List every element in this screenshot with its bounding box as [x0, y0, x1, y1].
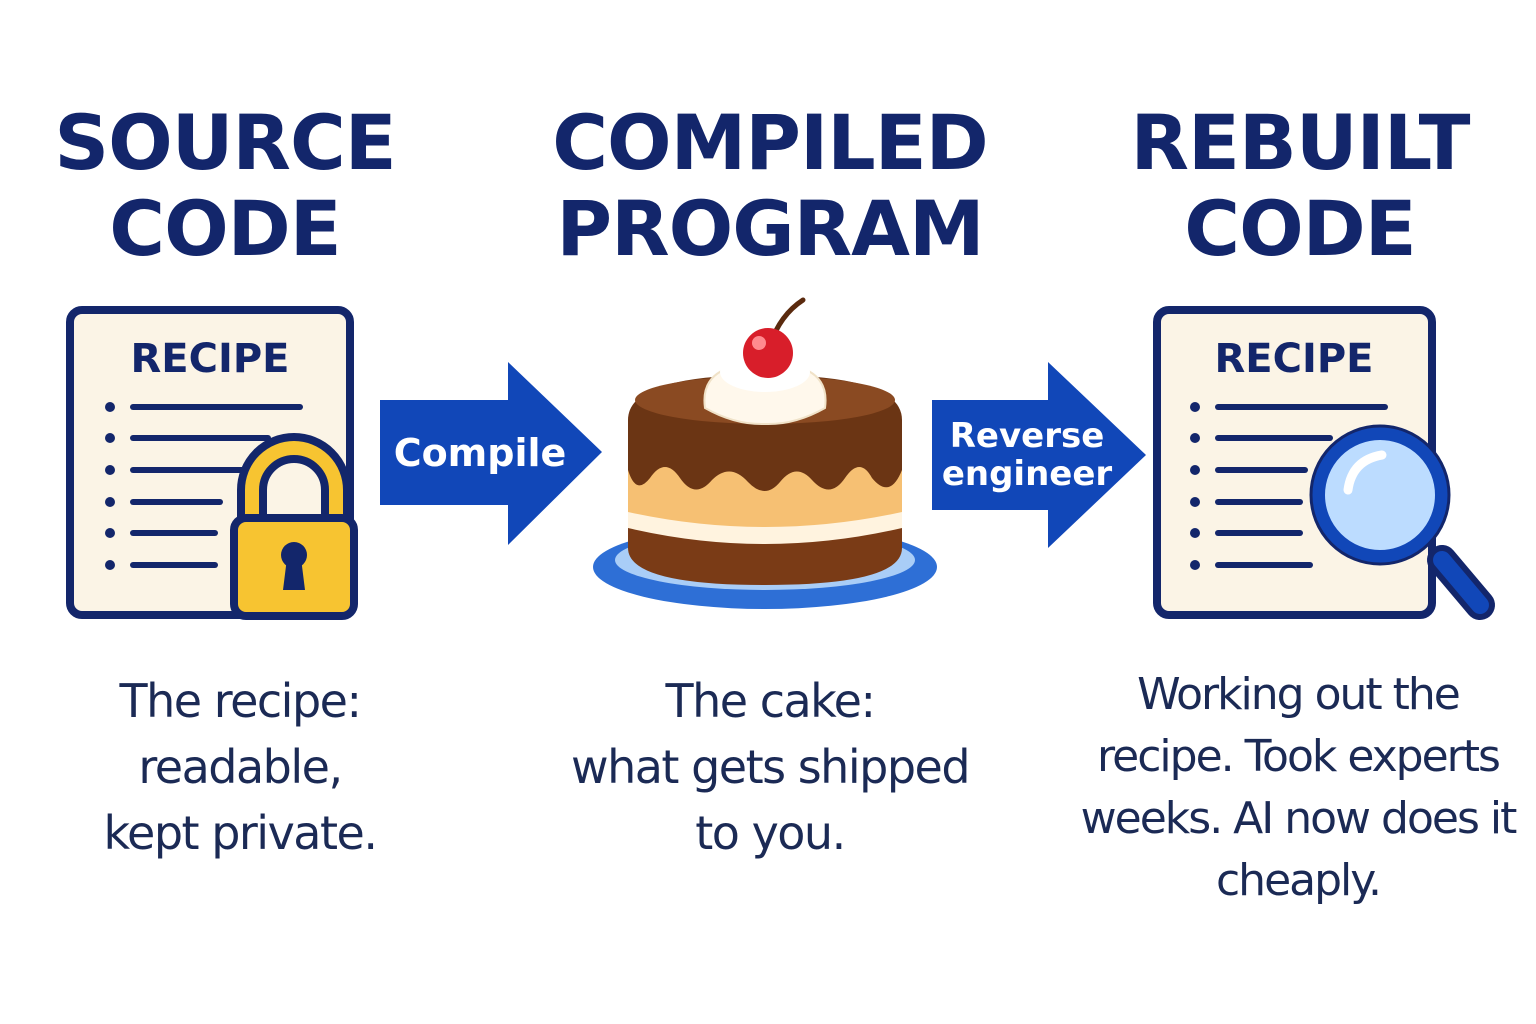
source-desc-line1: The recipe:	[119, 674, 362, 728]
rebuilt-recipe-lines	[1190, 402, 1388, 570]
compile-arrow: Compile	[380, 362, 602, 545]
source-recipe-lines	[105, 402, 303, 570]
rebuilt-recipe-label: RECIPE	[1214, 336, 1373, 382]
source-desc-line2: readable,	[138, 740, 343, 794]
reverse-arrow-label-line1: Reverse	[950, 416, 1105, 456]
rebuilt-code-title-line2: CODE	[1184, 184, 1416, 273]
compile-arrow-label: Compile	[394, 431, 567, 475]
rebuilt-desc-line2: recipe. Took experts	[1097, 731, 1501, 782]
compiled-program-title-line2: PROGRAM	[556, 184, 984, 273]
rebuilt-code-title: REBUILT CODE	[1110, 100, 1490, 272]
rebuilt-desc-line3: weeks. AI now does it	[1080, 793, 1518, 844]
source-recipe-label: RECIPE	[130, 336, 289, 382]
compiled-program-title: COMPILED PROGRAM	[520, 100, 1020, 272]
compiled-desc-line2: what gets shipped	[570, 740, 971, 794]
source-code-title-line2: CODE	[109, 184, 341, 273]
rebuilt-code-title-line1: REBUILT	[1130, 98, 1470, 187]
rebuilt-code-description: Working out the recipe. Took experts wee…	[1060, 664, 1536, 912]
compiled-program-title-line1: COMPILED	[552, 98, 988, 187]
compiled-desc-line1: The cake:	[665, 674, 876, 728]
source-code-description: The recipe: readable, kept private.	[40, 668, 440, 866]
compiled-desc-line3: to you.	[695, 806, 846, 860]
source-code-title-line1: SOURCE	[54, 98, 396, 187]
rebuilt-desc-line1: Working out the	[1137, 669, 1461, 720]
reverse-arrow-label-line2: engineer	[942, 454, 1113, 494]
lock-icon	[230, 433, 358, 620]
magnifier-icon	[1309, 424, 1495, 620]
rebuilt-desc-line4: cheaply.	[1215, 855, 1382, 906]
source-desc-line3: kept private.	[103, 806, 378, 860]
cake-icon	[593, 297, 937, 609]
reverse-engineer-arrow: Reverse engineer	[932, 362, 1146, 548]
compiled-program-description: The cake: what gets shipped to you.	[520, 668, 1020, 866]
source-code-title: SOURCE CODE	[40, 100, 410, 272]
